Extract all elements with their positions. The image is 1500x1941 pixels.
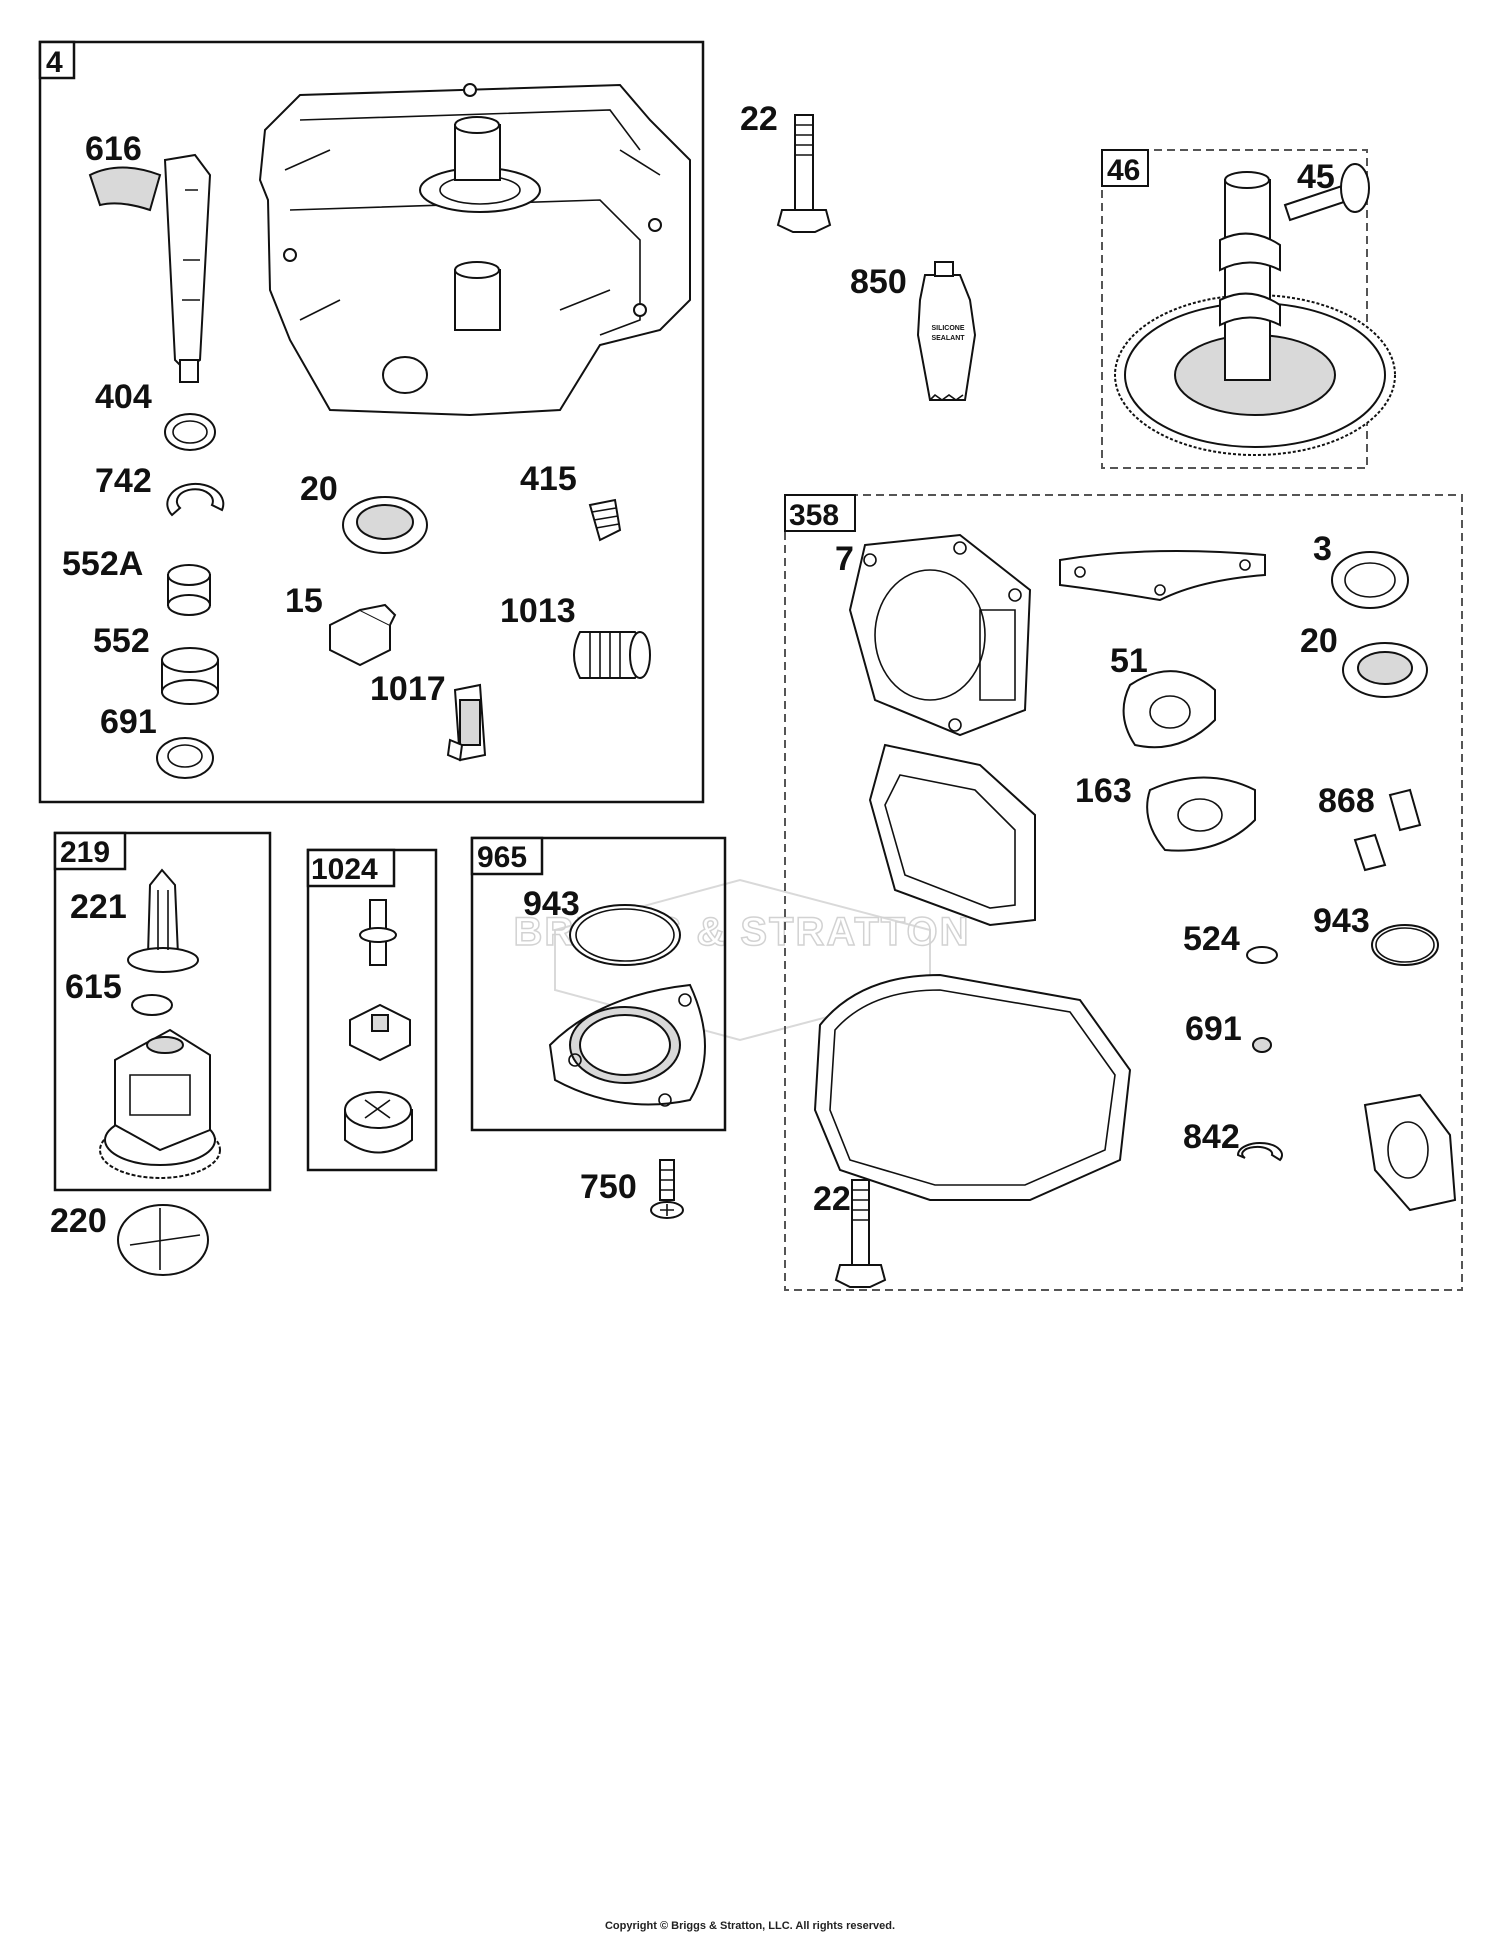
crankcase-sump-part[interactable]	[258, 83, 691, 417]
sump-gasket-part[interactable]	[813, 973, 1132, 1201]
callout-45: 45	[1297, 158, 1335, 196]
plug-415-part[interactable]	[588, 498, 622, 542]
bolt-22-bottom-part[interactable]	[834, 1179, 887, 1288]
group-965-box: 965	[470, 836, 727, 1132]
callout-7: 7	[835, 540, 854, 578]
group-358-label: 358	[789, 499, 839, 532]
group-219-label: 219	[60, 836, 110, 869]
bushing-552-part[interactable]	[161, 647, 219, 705]
callout-850: 850	[850, 263, 907, 301]
callout-163: 163	[1075, 772, 1132, 810]
breather-gasket-part[interactable]	[1059, 550, 1266, 602]
sealant-tube-850-part[interactable]: SILICONE SEALANT	[916, 261, 977, 401]
governor-gear-part[interactable]	[99, 1028, 221, 1179]
oil-pump-rotor-part[interactable]	[349, 1003, 411, 1062]
callout-552: 552	[93, 622, 150, 660]
callout-943-left: 943	[523, 885, 580, 923]
callout-868: 868	[1318, 782, 1375, 820]
o-ring-943-left-part[interactable]	[569, 904, 681, 966]
ring-842-part[interactable]	[1236, 1142, 1283, 1162]
callout-20-left: 20	[300, 470, 338, 508]
oil-seal-20-right-part[interactable]	[1342, 642, 1428, 698]
drain-plug-15-part[interactable]	[329, 603, 397, 667]
group-4-box: 4	[38, 40, 705, 804]
bolt-22-top-part[interactable]	[776, 114, 832, 233]
group-1024-box: 1024	[306, 848, 438, 1172]
callout-415: 415	[520, 460, 577, 498]
pump-cover-plate-part[interactable]	[548, 983, 706, 1107]
group-219-box: 219	[53, 831, 272, 1192]
part-1017[interactable]	[446, 683, 487, 762]
copyright-notice: Copyright © Briggs & Stratton, LLC. All …	[604, 1920, 896, 1932]
callout-22-bottom: 22	[813, 1180, 851, 1218]
cup-220-part[interactable]	[117, 1204, 209, 1276]
ring-615-part[interactable]	[131, 994, 173, 1016]
group-4-label: 4	[46, 46, 63, 79]
o-ring-943-right-part[interactable]	[1371, 924, 1439, 966]
washer-404-part[interactable]	[164, 413, 216, 451]
pin-45-part[interactable]	[1283, 163, 1370, 222]
tube-label-line1: SILICONE	[931, 325, 964, 332]
group-358-box: 358	[784, 494, 1463, 1291]
callout-1013: 1013	[500, 592, 576, 630]
governor-pin-221-part[interactable]	[127, 868, 199, 973]
callout-404: 404	[95, 378, 152, 416]
part-868[interactable]	[1353, 788, 1422, 872]
group-965-label: 965	[477, 841, 527, 874]
callout-22-top: 22	[740, 100, 778, 138]
intake-spacer-part[interactable]	[1363, 1093, 1457, 1212]
callout-615: 615	[65, 968, 122, 1006]
callout-552a: 552A	[62, 545, 143, 583]
valve-cover-gasket-part[interactable]	[868, 743, 1036, 927]
callout-15: 15	[285, 582, 323, 620]
callout-51: 51	[1110, 642, 1148, 680]
callout-616: 616	[85, 130, 142, 168]
tube-label-line2: SEALANT	[931, 335, 965, 342]
callout-3: 3	[1313, 530, 1332, 568]
callout-691-left: 691	[100, 703, 157, 741]
governor-shaft-part[interactable]	[88, 153, 212, 383]
callout-742: 742	[95, 462, 152, 500]
callout-750: 750	[580, 1168, 637, 1206]
callout-691-right: 691	[1185, 1010, 1242, 1048]
callout-1017: 1017	[370, 670, 446, 708]
e-ring-742-part[interactable]	[166, 482, 225, 517]
callout-221: 221	[70, 888, 127, 926]
seal-691-part[interactable]	[156, 737, 214, 779]
head-gasket-7-part[interactable]	[848, 533, 1032, 737]
group-1024-label: 1024	[311, 853, 378, 886]
oil-seal-20-part[interactable]	[342, 496, 428, 554]
oil-pump-housing-part[interactable]	[344, 1091, 413, 1154]
gasket-163-part[interactable]	[1146, 776, 1256, 852]
group-46-box: 46	[1101, 149, 1368, 469]
group-46-label: 46	[1107, 154, 1140, 187]
ring-524-part[interactable]	[1246, 946, 1278, 964]
screw-750-part[interactable]	[650, 1159, 684, 1219]
oil-pump-shaft-part[interactable]	[359, 899, 397, 966]
washer-3-part[interactable]	[1331, 551, 1409, 609]
camshaft-gear-part[interactable]	[1114, 171, 1396, 456]
callout-20-right: 20	[1300, 622, 1338, 660]
callout-220: 220	[50, 1202, 107, 1240]
seal-691-right-part[interactable]	[1252, 1037, 1272, 1053]
callout-524: 524	[1183, 920, 1240, 958]
fitting-1013-part[interactable]	[573, 631, 651, 679]
callout-842: 842	[1183, 1118, 1240, 1156]
callout-943-right: 943	[1313, 902, 1370, 940]
gasket-51-part[interactable]	[1122, 670, 1216, 749]
bushing-552a-part[interactable]	[167, 564, 211, 616]
